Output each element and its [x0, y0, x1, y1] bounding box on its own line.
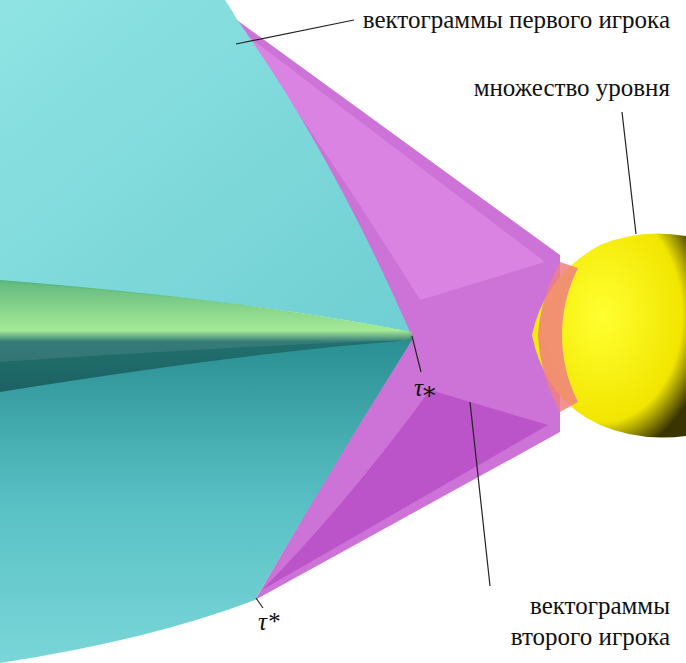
tau-lower-label: τ⁎	[414, 372, 435, 403]
player-two-label: вектограммы второго игрока	[455, 590, 670, 653]
tau-upper-label: τ*	[258, 606, 279, 637]
player-one-label: вектограммы первого игрока	[340, 4, 670, 35]
level-set-label: множество уровня	[370, 72, 670, 103]
